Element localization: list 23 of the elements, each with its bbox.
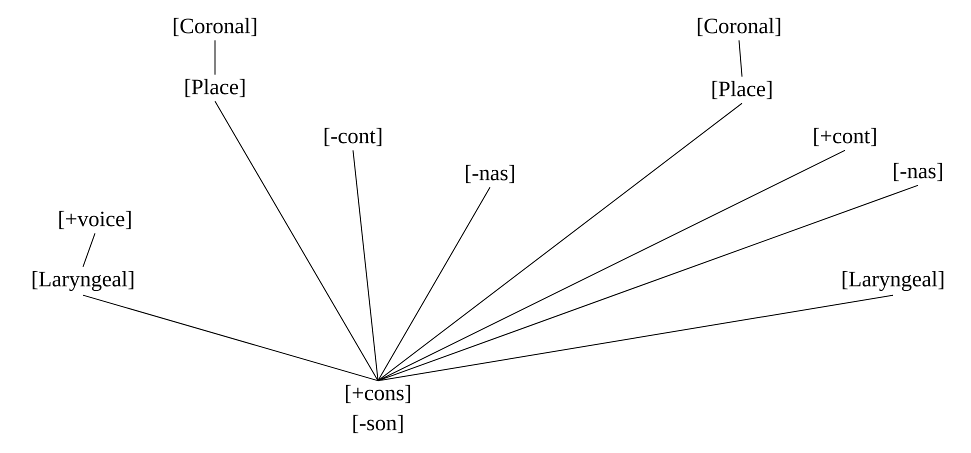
feature-label: [Coronal]: [698, 18, 780, 36]
feature-label: [+cons] [-son]: [346, 384, 410, 434]
branch-line: [82, 294, 378, 382]
branch-line: [378, 184, 918, 382]
feature-label: [-nas]: [466, 164, 514, 184]
feature-label: [Place]: [712, 80, 772, 100]
branch-line: [378, 150, 846, 382]
feature-label: [Laryngeal]: [842, 271, 944, 291]
feature-label: [+voice]: [59, 210, 131, 230]
branch-line: [378, 294, 894, 382]
branch-line: [82, 232, 96, 268]
branch-line: [214, 100, 378, 382]
feature-label: [Coronal]: [174, 18, 256, 36]
feature-label: [-nas]: [894, 162, 942, 182]
feature-label: [+cont]: [814, 128, 876, 146]
branch-line: [352, 150, 378, 382]
feature-label: [Laryngeal]: [32, 271, 134, 291]
branch-line: [378, 102, 742, 382]
branch-line: [378, 186, 490, 382]
branch-line: [738, 40, 742, 78]
feature-label: [-cont]: [324, 128, 382, 146]
feature-label: [Place]: [186, 78, 245, 98]
branch-line: [214, 40, 216, 76]
